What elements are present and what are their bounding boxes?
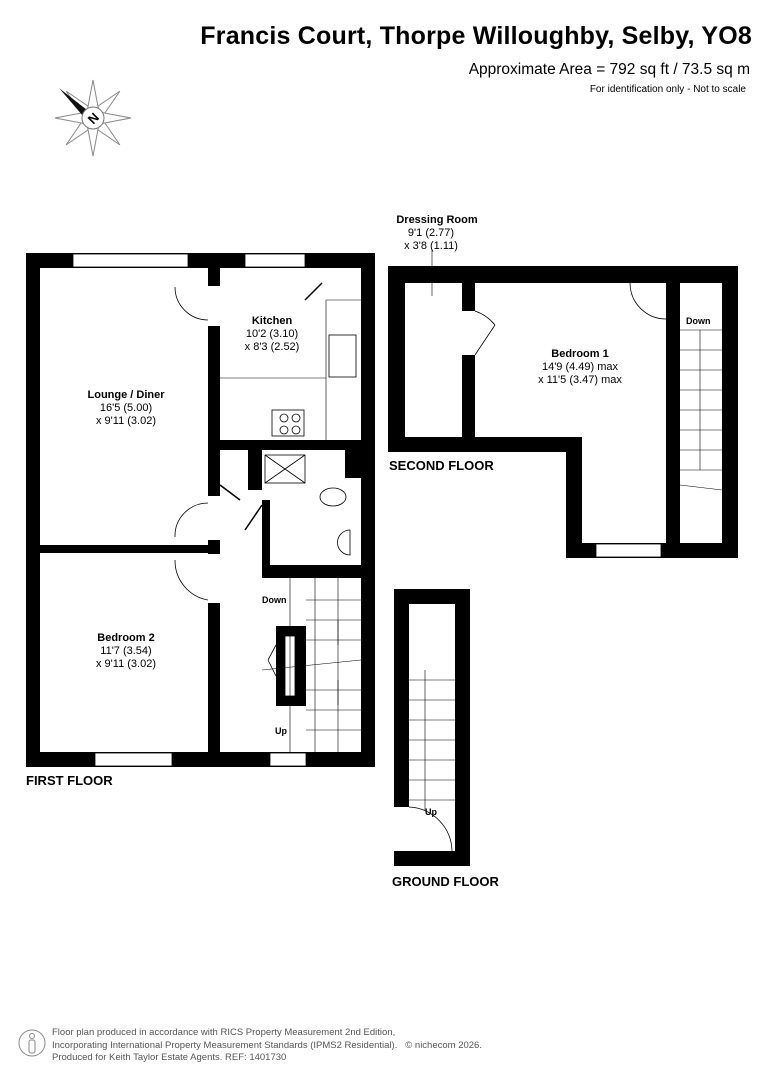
room-dressing-room: Dressing Room 9'1 (2.77) x 3'8 (1.11): [396, 214, 478, 252]
copyright: © nichecom 2026.: [405, 1039, 482, 1051]
scale-note: For identification only - Not to scale: [589, 84, 746, 95]
room-kitchen: Kitchen 10'2 (3.10) x 8'3 (2.52): [245, 315, 300, 353]
room-bedroom-1: Bedroom 1 14'9 (4.49) max x 11'5 (3.47) …: [538, 348, 622, 386]
footer-line-2: Incorporating International Property Mea…: [52, 1039, 398, 1051]
svg-text:Dressing Room: Dressing Room: [396, 214, 478, 226]
ground-floor-plan: [394, 589, 470, 866]
approximate-area: Approximate Area = 792 sq ft / 73.5 sq m: [468, 61, 750, 78]
page-title: Francis Court, Thorpe Willoughby, Selby,…: [200, 22, 752, 50]
svg-text:Bedroom 1: Bedroom 1: [551, 348, 608, 360]
footer-line-2-row: Incorporating International Property Mea…: [52, 1040, 482, 1053]
footer-line-1: Floor plan produced in accordance with R…: [52, 1027, 396, 1038]
second-stairs-down-label: Down: [686, 316, 711, 326]
svg-text:x 11'5 (3.47) max: x 11'5 (3.47) max: [538, 374, 622, 386]
second-floor-label: SECOND FLOOR: [389, 458, 494, 473]
svg-text:x 3'8 (1.11): x 3'8 (1.11): [404, 240, 458, 252]
svg-text:9'1 (2.77): 9'1 (2.77): [408, 227, 454, 239]
ground-floor-label: GROUND FLOOR: [392, 874, 499, 889]
room-bedroom-2: Bedroom 2 11'7 (3.54) x 9'11 (3.02): [96, 632, 156, 670]
svg-text:14'9 (4.49) max: 14'9 (4.49) max: [542, 361, 619, 373]
svg-text:x 9'11 (3.02): x 9'11 (3.02): [96, 658, 156, 670]
svg-text:Kitchen: Kitchen: [252, 315, 293, 327]
second-floor-details: [431, 250, 723, 558]
ground-floor-details: [408, 670, 455, 852]
stairs-up-label: Up: [275, 726, 287, 736]
svg-text:x 9'11 (3.02): x 9'11 (3.02): [96, 415, 156, 427]
footer-line-3: Produced for Keith Taylor Estate Agents.…: [52, 1052, 287, 1063]
first-floor-plan: [26, 253, 375, 767]
first-floor-label: FIRST FLOOR: [26, 773, 113, 788]
footer: Floor plan produced in accordance with R…: [52, 1027, 482, 1065]
second-floor-plan: [388, 266, 738, 558]
svg-text:Bedroom 2: Bedroom 2: [97, 632, 154, 644]
svg-text:11'7 (3.54): 11'7 (3.54): [100, 645, 151, 657]
ground-stairs-up-label: Up: [425, 807, 437, 817]
svg-text:Lounge / Diner: Lounge / Diner: [88, 389, 166, 401]
compass-north-icon: N: [54, 79, 132, 157]
first-floor-details: [72, 253, 362, 767]
room-lounge-diner: Lounge / Diner 16'5 (5.00) x 9'11 (3.02): [88, 389, 166, 427]
svg-text:10'2 (3.10): 10'2 (3.10): [246, 328, 298, 340]
svg-text:x 8'3 (2.52): x 8'3 (2.52): [245, 341, 300, 353]
stairs-down-label: Down: [262, 595, 287, 605]
svg-text:16'5 (5.00): 16'5 (5.00): [100, 402, 152, 414]
person-icon: [18, 1029, 46, 1057]
